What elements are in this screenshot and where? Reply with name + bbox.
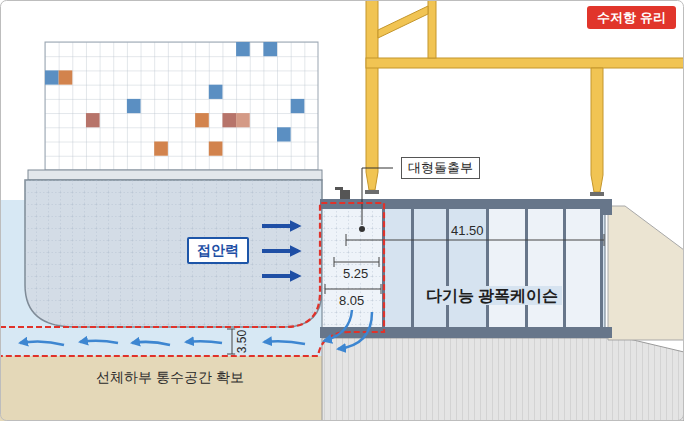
hull-grid — [25, 180, 322, 327]
caisson — [320, 187, 612, 338]
caisson-walls — [382, 208, 603, 328]
quay-bank — [608, 206, 684, 340]
crane-tip — [590, 192, 604, 196]
ship-hull — [25, 170, 322, 327]
caisson-top-slab — [320, 199, 612, 209]
bollard — [340, 190, 350, 199]
crane-leg — [591, 68, 603, 192]
ship-deck — [28, 170, 322, 180]
badge-box: 수저항 유리 — [587, 6, 676, 29]
force-label-box: 접안력 — [187, 237, 249, 264]
flow-arrows — [20, 310, 372, 349]
container-grid — [45, 42, 318, 170]
crane-post — [428, 0, 436, 58]
seabed — [0, 356, 322, 421]
crane-leg — [366, 0, 378, 190]
node-text: 다기능 광폭케이슨 — [422, 286, 562, 305]
container-stack — [45, 42, 318, 170]
dimension-label: 3.50 — [235, 328, 250, 355]
berthing-force-arrows — [262, 226, 298, 276]
caisson-body — [383, 208, 605, 328]
caisson-top-end — [602, 199, 612, 215]
node-text: 접안력 — [197, 242, 239, 259]
dimension-lines — [227, 234, 604, 354]
brown-containers — [86, 113, 250, 127]
callout-box: 대형돌출부 — [401, 157, 480, 179]
dimension-label: 5.25 — [341, 266, 370, 281]
crane-beam — [366, 58, 684, 68]
blue-containers — [45, 42, 304, 142]
rubble-mound — [322, 338, 684, 421]
dimension-label: 8.05 — [337, 293, 366, 308]
dimension-label: 41.50 — [449, 223, 486, 238]
bollard-cap — [335, 187, 343, 190]
node-text: 대형돌출부 — [408, 160, 473, 176]
large-protrusion — [322, 208, 383, 328]
flow-zone-outline — [0, 203, 384, 356]
leader-dot — [359, 226, 365, 232]
crane-brace — [378, 6, 428, 38]
node-text: 수저항 유리 — [597, 9, 666, 26]
caisson-region: 다기능 광폭케이슨 — [384, 211, 600, 327]
protrusion-grid — [322, 208, 383, 328]
crane — [366, 0, 684, 192]
leader-line — [362, 168, 393, 225]
area-caption: 선체하부 통수공간 확보 — [94, 370, 246, 385]
orange-containers — [59, 70, 223, 155]
caisson-cells — [488, 208, 601, 328]
hull-body — [25, 180, 322, 327]
crane-tip — [365, 190, 379, 194]
